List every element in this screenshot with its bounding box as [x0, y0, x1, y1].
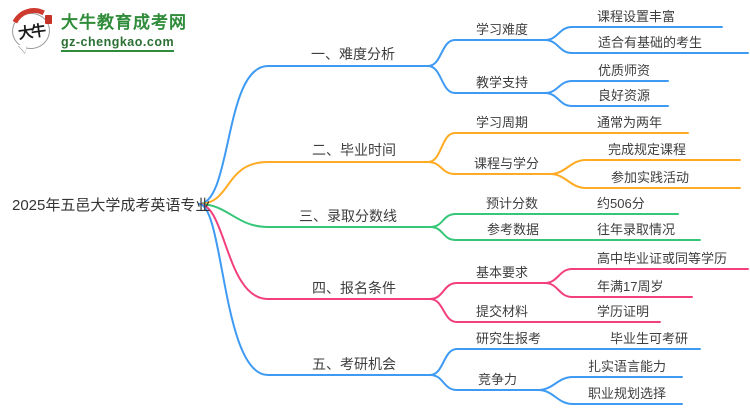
- site-logo: 大牛 大牛教育成考网 gz-chengkao.com: [3, 1, 187, 63]
- subtopic-label: 教学支持: [476, 75, 529, 90]
- subtopic-label: 预计分数: [486, 196, 539, 211]
- leaf-label: 良好资源: [598, 88, 651, 103]
- leaf-label: 毕业生可考研: [610, 331, 689, 346]
- leaf-label: 高中毕业证或同等学历: [597, 251, 728, 266]
- subtopic-label: 提交材料: [476, 304, 529, 319]
- logo-bubble-tail-icon: [18, 45, 27, 53]
- leaf-label: 优质师资: [598, 63, 651, 78]
- leaf-label: 年满17周岁: [597, 279, 664, 294]
- branch-5-label: 五、考研机会: [312, 356, 396, 372]
- branch-2-label: 二、毕业时间: [312, 142, 396, 158]
- branch-5-links: [198, 203, 701, 405]
- site-name: 大牛教育成考网: [61, 13, 187, 32]
- logo-text-block: 大牛教育成考网 gz-chengkao.com: [61, 8, 187, 52]
- leaf-label: 约506分: [597, 196, 645, 211]
- logo-bubble-icon: 大牛: [3, 1, 65, 63]
- branch-3-links: [198, 203, 701, 241]
- logo-seal-icon: [45, 15, 52, 24]
- subtopic-label: 研究生报考: [476, 331, 542, 346]
- leaf-label: 学历证明: [597, 304, 650, 319]
- leaf-label: 扎实语言能力: [588, 359, 667, 374]
- leaf-label: 适合有基础的考生: [598, 35, 703, 50]
- subtopic-label: 课程与学分: [474, 156, 540, 171]
- branch-4-label: 四、报名条件: [312, 280, 396, 296]
- leaf-label: 通常为两年: [597, 115, 663, 130]
- branch-2-links: [198, 132, 741, 205]
- leaf-label: 完成规定课程: [608, 142, 687, 157]
- leaf-label: 课程设置丰富: [597, 9, 676, 24]
- leaf-label: 参加实践活动: [611, 170, 690, 185]
- site-domain: gz-chengkao.com: [61, 35, 175, 52]
- subtopic-label: 竞争力: [478, 372, 518, 387]
- branch-1-label: 一、难度分析: [311, 46, 395, 62]
- branch-1-links: [198, 26, 749, 205]
- branch-3-label: 三、录取分数线: [299, 208, 397, 224]
- leaf-label: 往年录取情况: [597, 222, 676, 237]
- root-topic: 2025年五邑大学成考英语专业: [12, 197, 211, 214]
- subtopic-label: 参考数据: [487, 222, 540, 237]
- branch-4-links: [198, 203, 749, 323]
- subtopic-label: 基本要求: [476, 265, 529, 280]
- leaf-label: 职业规划选择: [588, 386, 667, 401]
- subtopic-label: 学习难度: [476, 22, 529, 37]
- subtopic-label: 学习周期: [476, 115, 529, 130]
